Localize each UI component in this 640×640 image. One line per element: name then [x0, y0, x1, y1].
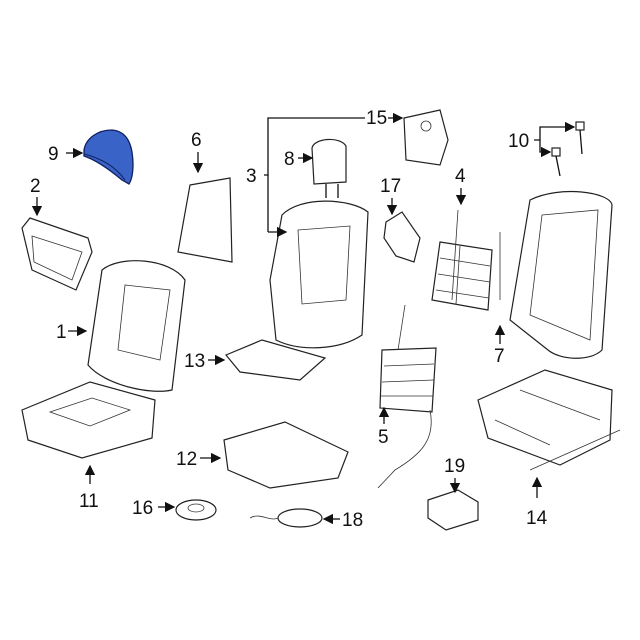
callout-17: 17 — [380, 176, 401, 197]
callout-19: 19 — [444, 456, 465, 477]
leader-3-bracket — [264, 117, 365, 176]
part-1-seatback-assembly[interactable] — [87, 260, 186, 392]
part-9-headrest-cover[interactable] — [83, 129, 134, 185]
callout-8: 8 — [284, 149, 295, 170]
part-3-seatback-cover[interactable] — [269, 200, 369, 349]
part-13-heater-mat[interactable] — [225, 339, 327, 381]
part-2-lumbar-panel[interactable] — [21, 217, 93, 291]
callout-2: 2 — [30, 176, 41, 197]
callout-7: 7 — [494, 346, 505, 367]
leader-10 — [534, 121, 576, 141]
callout-10: 10 — [508, 131, 529, 152]
callout-4: 4 — [455, 166, 466, 187]
part-16-switch[interactable] — [175, 499, 217, 521]
part-18-switch-harness[interactable] — [249, 508, 323, 528]
callout-14: 14 — [526, 508, 548, 529]
part-11-seat-cushion[interactable] — [21, 381, 156, 459]
callout-6: 6 — [191, 130, 202, 151]
part-7-seatback-frame[interactable] — [509, 190, 613, 359]
callout-3: 3 — [246, 166, 257, 187]
part-5-cushion-spring[interactable] — [377, 304, 437, 489]
part-4-back-spring[interactable] — [431, 209, 501, 311]
callout-11: 11 — [79, 491, 99, 512]
callout-12: 12 — [176, 449, 197, 470]
part-8-headrest[interactable] — [311, 138, 347, 198]
callout-15: 15 — [366, 108, 387, 129]
callout-9: 9 — [48, 144, 59, 165]
part-10-bolts[interactable] — [551, 121, 585, 177]
callout-18: 18 — [342, 510, 363, 531]
part-14-seat-track[interactable] — [477, 369, 621, 471]
callout-16: 16 — [132, 498, 153, 519]
part-17-motor[interactable] — [383, 211, 421, 263]
part-15-back-panel[interactable] — [403, 109, 449, 166]
callout-1: 1 — [56, 322, 67, 343]
callout-13: 13 — [184, 351, 205, 372]
callout-5: 5 — [378, 427, 389, 448]
part-19-module[interactable] — [427, 489, 479, 531]
part-6-pad[interactable] — [177, 177, 233, 263]
part-12-cushion-cover[interactable] — [223, 421, 349, 489]
